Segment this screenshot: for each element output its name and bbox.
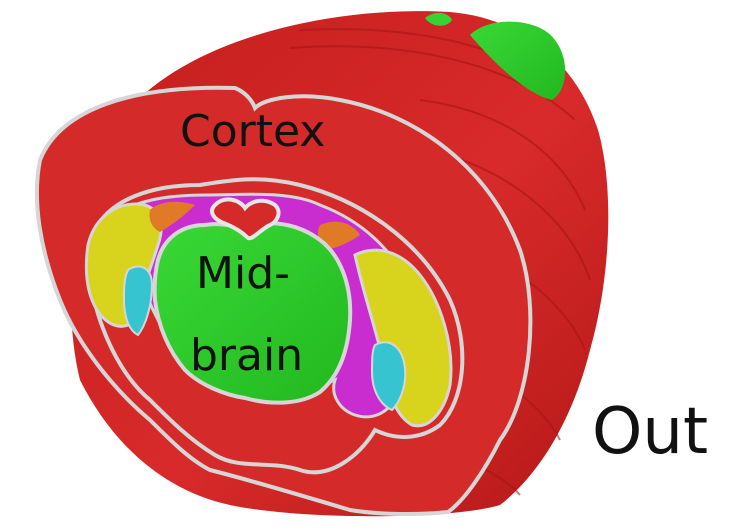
- midbrain-label-line2: brain: [190, 334, 303, 378]
- midbrain-label-line1: Mid-: [196, 252, 290, 296]
- out-label: Out: [592, 400, 708, 464]
- cortex-label: Cortex: [180, 110, 325, 154]
